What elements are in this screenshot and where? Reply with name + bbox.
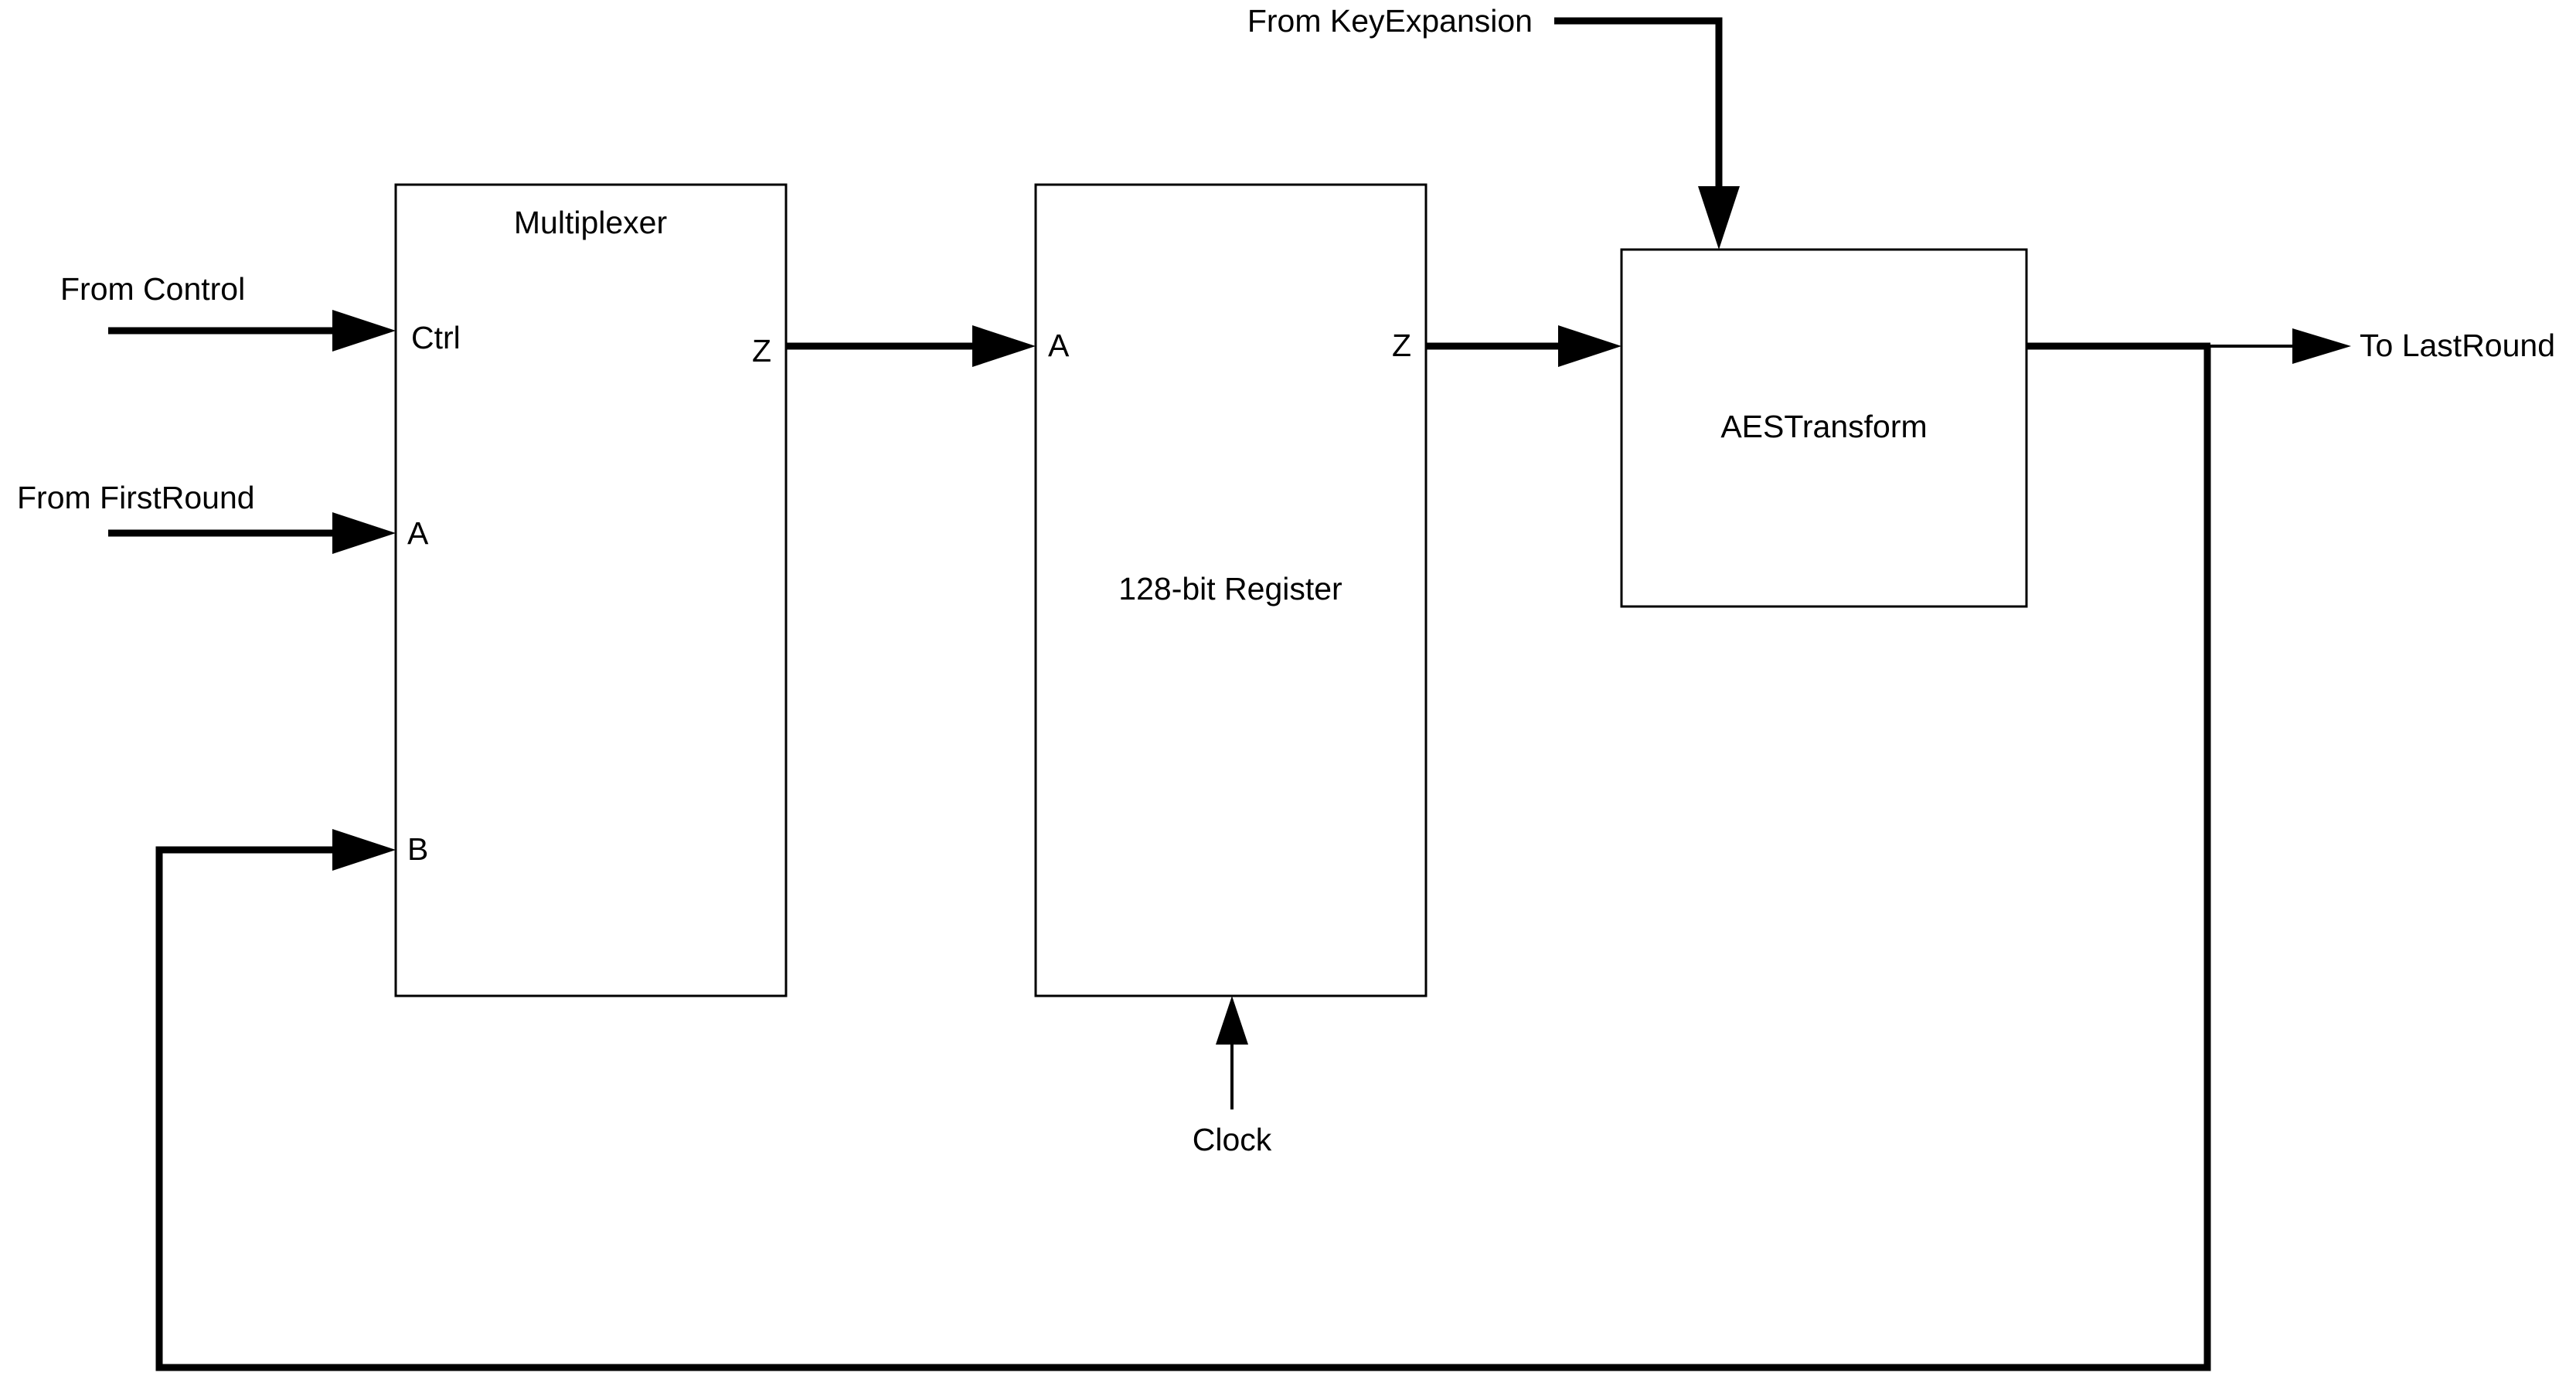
register-to-aes-wire xyxy=(1426,325,1621,367)
feedback-line xyxy=(155,346,2211,1371)
register-to-aes-arrowhead xyxy=(1558,325,1621,367)
key-expansion-arrowhead xyxy=(1698,186,1740,250)
feedback-wire xyxy=(155,346,2211,1371)
multiplexer-box xyxy=(394,183,788,997)
multiplexer-port-z: Z xyxy=(752,333,771,369)
register-port-a: A xyxy=(1048,328,1070,363)
mux-to-register-arrowhead xyxy=(972,325,1036,367)
aes-output-wire xyxy=(2026,328,2351,364)
from-first-round-arrowhead xyxy=(332,512,396,554)
multiplexer-port-ctrl: Ctrl xyxy=(411,320,461,355)
register-block: 128-bit Register A Z xyxy=(1034,183,1428,997)
from-first-round-label: From FirstRound xyxy=(17,480,255,515)
key-expansion-line xyxy=(1554,17,1723,188)
register-port-z: Z xyxy=(1392,328,1411,363)
feedback-arrowhead xyxy=(332,829,396,871)
from-control-label: From Control xyxy=(60,271,245,307)
aes-transform-box xyxy=(1620,248,2028,608)
multiplexer-block: Multiplexer Ctrl A B Z xyxy=(394,183,788,997)
clock-wire xyxy=(1216,996,1248,1109)
to-last-round-arrowhead xyxy=(2292,328,2351,364)
from-first-round-wire xyxy=(108,512,396,554)
to-last-round-label: To LastRound xyxy=(2360,328,2555,363)
multiplexer-title: Multiplexer xyxy=(514,205,667,240)
multiplexer-port-a: A xyxy=(407,515,429,551)
from-control-arrowhead xyxy=(332,310,396,352)
mux-to-register-wire xyxy=(786,325,1036,367)
register-box xyxy=(1034,183,1428,997)
from-key-expansion-label: From KeyExpansion xyxy=(1247,3,1533,39)
from-control-wire xyxy=(108,310,396,352)
aes-transform-block: AESTransform xyxy=(1620,248,2028,608)
clock-label: Clock xyxy=(1193,1122,1272,1157)
register-title: 128-bit Register xyxy=(1118,571,1342,606)
multiplexer-port-b: B xyxy=(407,831,428,867)
clock-arrowhead xyxy=(1216,996,1248,1045)
aes-transform-title: AESTransform xyxy=(1720,409,1927,444)
key-expansion-wire xyxy=(1554,17,1740,250)
